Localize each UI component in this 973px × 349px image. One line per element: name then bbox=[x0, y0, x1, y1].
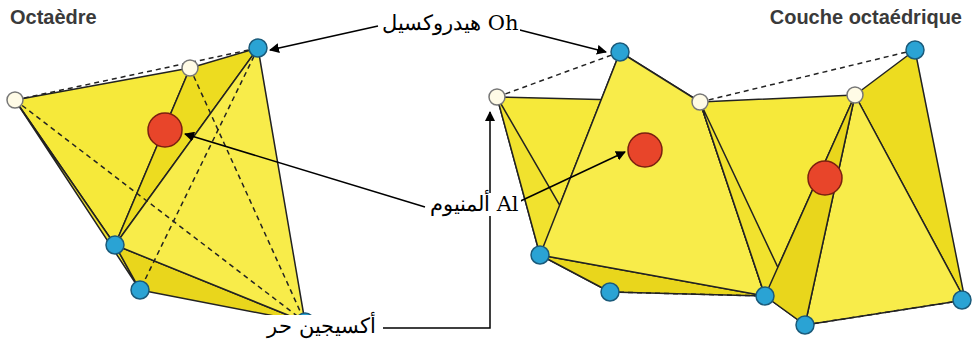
figure-title: Couche octaédrique bbox=[770, 6, 962, 28]
leader-arrows bbox=[185, 26, 625, 328]
part-label: هيدروكسيل Oh bbox=[380, 12, 520, 35]
octahedron bbox=[7, 39, 314, 331]
part-label: ألمنيوم Al bbox=[428, 193, 521, 216]
octahedral-layer bbox=[489, 41, 971, 334]
figure-title: Octaèdre bbox=[10, 6, 97, 28]
part-label: أكسيجين حر bbox=[265, 315, 378, 338]
